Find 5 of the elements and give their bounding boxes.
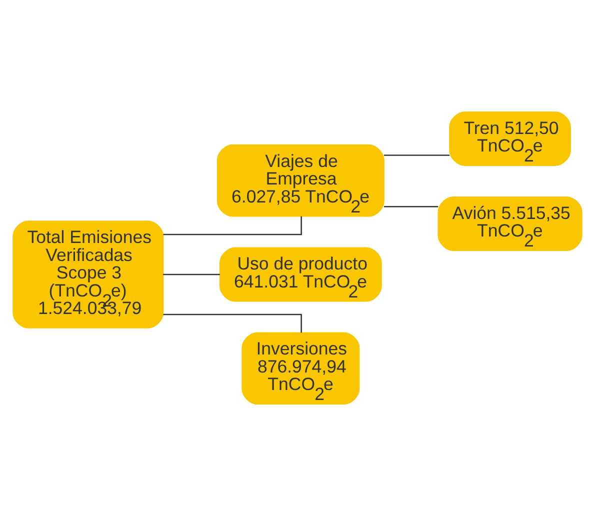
connector (163, 274, 220, 276)
connector (163, 314, 302, 333)
connector (384, 154, 450, 156)
connector (163, 216, 302, 236)
connector (384, 206, 438, 208)
